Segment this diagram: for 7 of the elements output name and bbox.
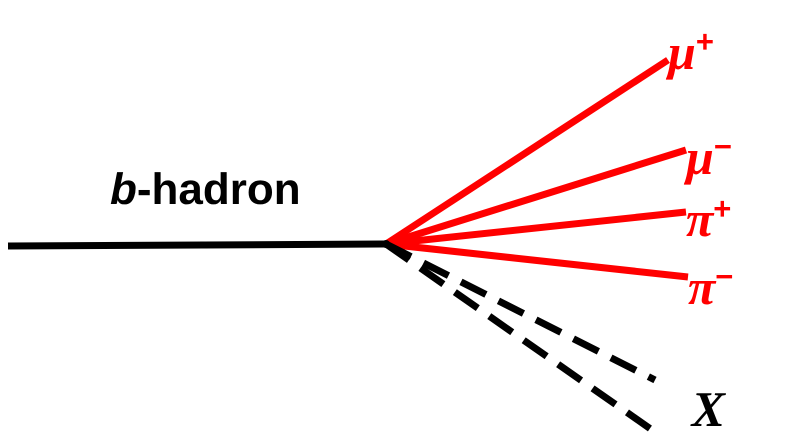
particle-label: X <box>692 384 725 434</box>
particle-label: π$^{−}$ <box>688 261 734 313</box>
particle-label: μ$^{−}$ <box>686 131 732 183</box>
particle-label: π$^{+}$ <box>686 193 732 245</box>
particle-label: μ$^{+}$ <box>668 26 714 78</box>
vertex-point <box>382 240 390 248</box>
edge-label: b-hadron <box>110 168 301 212</box>
